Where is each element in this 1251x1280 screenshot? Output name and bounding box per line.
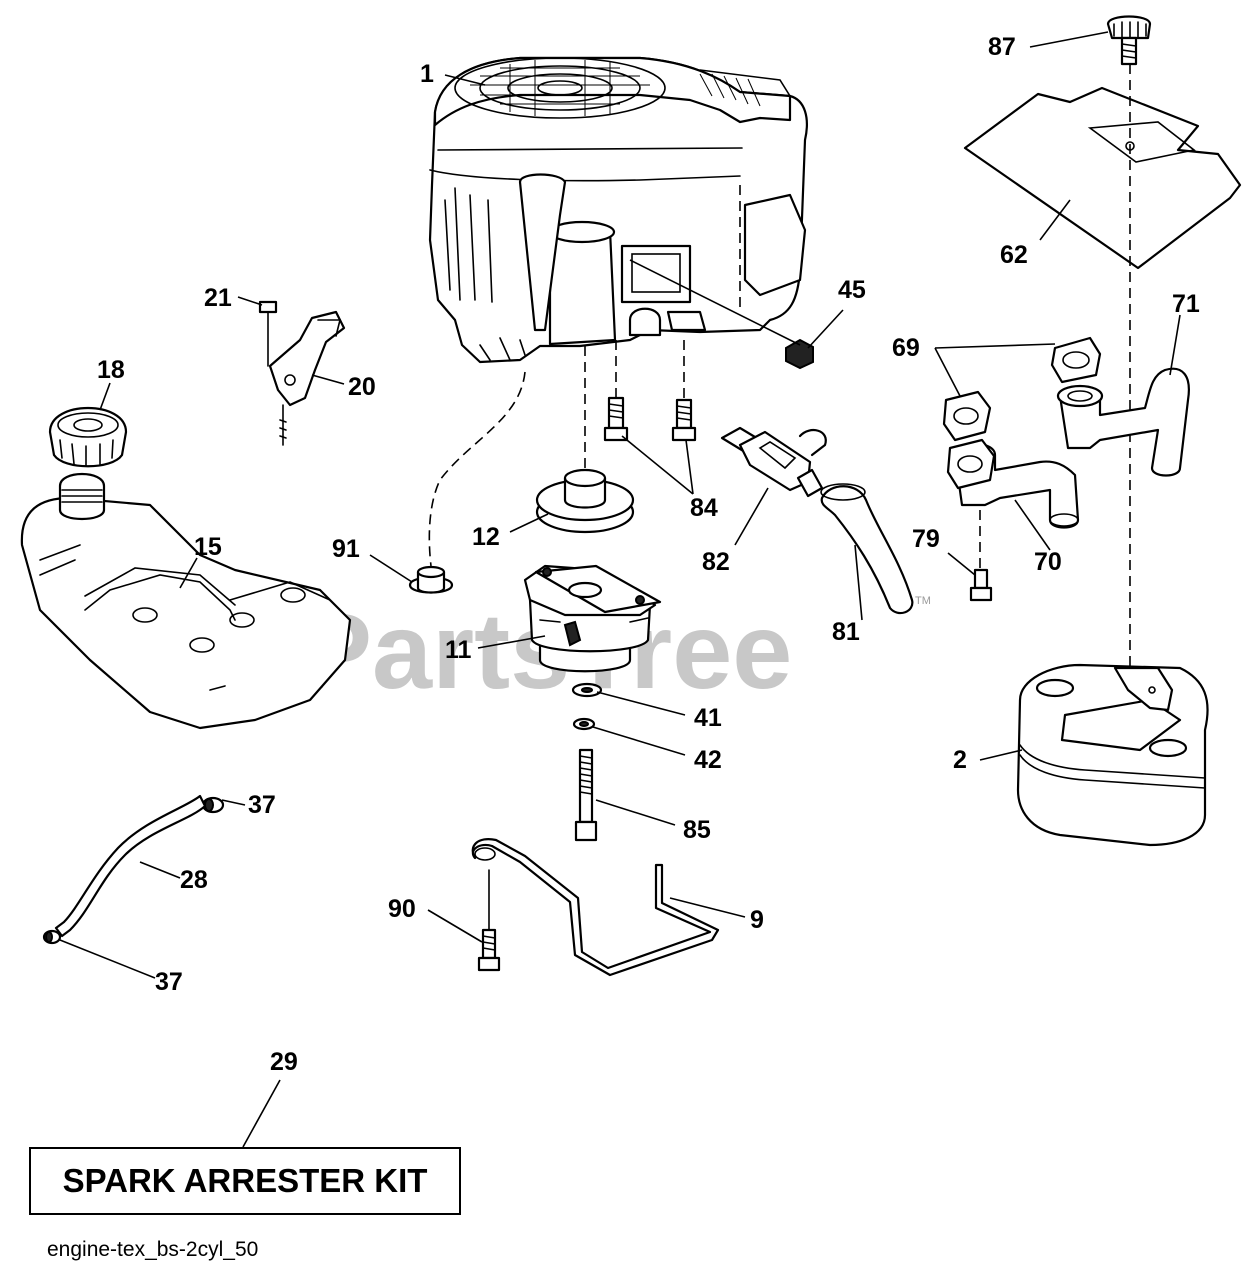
callout-37-lower: 37 <box>155 968 183 996</box>
part-knob[interactable] <box>1106 15 1152 66</box>
callout-85: 85 <box>683 816 711 844</box>
leader-lines <box>59 31 1181 1148</box>
part-hose-clamp-lower[interactable] <box>42 929 62 945</box>
part-gasket-69[interactable] <box>942 336 1102 442</box>
part-heat-shield[interactable] <box>963 64 1242 680</box>
callout-labels: 1 87 62 71 45 69 21 20 18 84 12 15 91 82… <box>97 33 1200 1076</box>
callout-81: 81 <box>832 618 860 646</box>
part-bolt-90[interactable] <box>477 869 501 972</box>
diagram-caption: engine-tex_bs-2cyl_50 <box>47 1238 259 1261</box>
part-exhaust-pipe-71[interactable] <box>1056 367 1190 477</box>
part-pulley[interactable] <box>535 346 635 534</box>
callout-45: 45 <box>838 276 866 304</box>
callout-69: 69 <box>892 334 920 362</box>
watermark-trademark: TM <box>915 595 931 607</box>
callout-28: 28 <box>180 866 208 894</box>
part-bracket-bolt[interactable] <box>258 300 278 367</box>
callout-11: 11 <box>445 636 472 664</box>
callout-29: 29 <box>270 1048 298 1076</box>
callout-79: 79 <box>912 525 940 553</box>
part-throttle-bracket[interactable] <box>268 310 346 446</box>
callout-41: 41 <box>694 704 722 732</box>
callout-37-upper: 37 <box>248 791 276 819</box>
callout-84: 84 <box>690 494 718 522</box>
callout-20: 20 <box>348 373 376 401</box>
callout-70: 70 <box>1034 548 1062 576</box>
part-fuel-cap[interactable] <box>48 406 128 468</box>
part-exhaust-pipe-70[interactable] <box>946 438 1080 529</box>
part-fuel-line[interactable] <box>54 794 207 938</box>
callout-90: 90 <box>388 895 416 923</box>
part-clutch-bolt[interactable] <box>574 748 598 842</box>
callout-18: 18 <box>97 356 125 384</box>
callout-12: 12 <box>472 523 500 551</box>
part-drain-hose[interactable] <box>820 483 914 615</box>
part-engine[interactable] <box>428 56 808 364</box>
callout-2: 2 <box>953 746 967 774</box>
callout-87: 87 <box>988 33 1016 61</box>
callout-15: 15 <box>194 533 222 561</box>
callout-1: 1 <box>420 60 434 88</box>
part-bolts-84[interactable] <box>603 340 697 442</box>
part-bolt-79[interactable] <box>969 510 993 602</box>
callout-42: 42 <box>694 746 722 774</box>
callout-62: 62 <box>1000 241 1028 269</box>
part-valve[interactable] <box>720 426 827 498</box>
part-clutch[interactable] <box>523 564 662 673</box>
part-hose-clamp-upper[interactable] <box>201 796 225 814</box>
part-bushing[interactable] <box>408 371 526 594</box>
callout-9: 9 <box>750 906 764 934</box>
spark-arrester-kit-label[interactable]: SPARK ARRESTER KIT <box>29 1147 461 1215</box>
callout-21: 21 <box>204 284 232 312</box>
part-rod[interactable] <box>471 838 720 977</box>
part-fuel-tank[interactable] <box>20 473 352 730</box>
part-washer-41[interactable] <box>571 682 603 698</box>
part-washer-42[interactable] <box>572 717 596 731</box>
callout-71: 71 <box>1172 290 1200 318</box>
part-muffler[interactable] <box>1016 663 1209 847</box>
part-nut[interactable] <box>785 338 814 370</box>
callout-91: 91 <box>332 535 360 563</box>
callout-82: 82 <box>702 548 730 576</box>
